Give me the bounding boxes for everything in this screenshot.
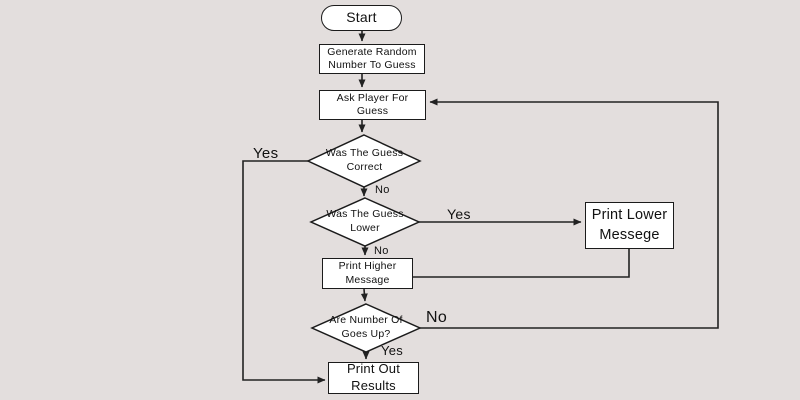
edge-label-lower-no: No: [374, 245, 389, 257]
decision-goes-up-shape: [310, 303, 422, 353]
node-print-lower-line2: Messege: [599, 226, 660, 243]
node-print-higher-line2: Message: [345, 273, 390, 286]
node-ask-player-for-guess: Ask Player For Guess: [319, 90, 426, 120]
node-generate-line1: Generate Random: [327, 45, 417, 58]
node-generate-line2: Number To Guess: [328, 59, 416, 71]
edge-print-higher-to-goes-up: [360, 288, 368, 302]
decision-lower-shape: [309, 197, 421, 247]
node-print-lower-line1: Print Lower: [591, 206, 668, 223]
edge-print-lower-to-print-higher: [413, 249, 630, 278]
decision-correct-shape: [306, 134, 422, 188]
edge-label-goes-up-yes: Yes: [381, 343, 404, 358]
node-generate-random-number: Generate Random Number To Guess: [319, 44, 425, 74]
node-print-higher-line1: Print Higher: [338, 260, 397, 273]
node-ask-line1: Ask Player For: [336, 91, 409, 104]
node-print-lower-message: Print Lower Messege: [585, 202, 674, 249]
node-ask-line2: Guess: [356, 105, 389, 117]
node-print-out-line1: Print Out: [346, 361, 401, 377]
edge-label-correct-no: No: [375, 184, 390, 196]
node-print-out-results: Print Out Results: [328, 361, 419, 394]
edge-label-goes-up-no: No: [426, 309, 448, 326]
node-start: Start: [321, 5, 402, 31]
node-print-out-line2: Results: [351, 378, 396, 393]
edge-label-correct-yes: Yes: [253, 145, 279, 162]
node-start-label: Start: [346, 9, 377, 26]
node-print-higher-message: Print Higher Message: [322, 258, 413, 289]
edge-goes-up-no-loop-to-ask: [420, 98, 719, 329]
edge-label-lower-yes: Yes: [447, 206, 471, 222]
edge-correct-yes-to-print-out: [242, 160, 326, 384]
